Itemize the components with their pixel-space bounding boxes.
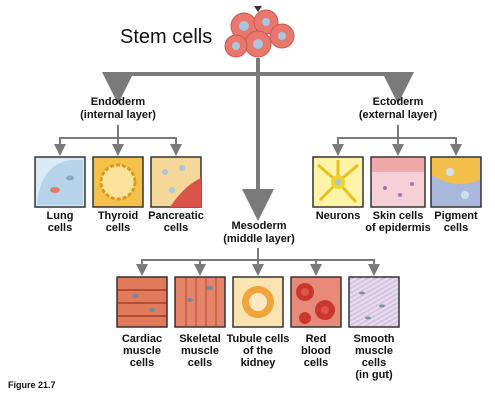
pigment-cells-image xyxy=(430,156,482,208)
red-blood-cells-image xyxy=(290,276,342,328)
pigment-cells-label: Pigment cells xyxy=(434,210,478,234)
mesoderm-branches xyxy=(136,248,380,276)
lung-cells-label: Lung cells xyxy=(46,210,74,234)
pancreatic-cells-label: Pancreatic cells xyxy=(148,210,204,234)
figure-label: Figure 21.7 xyxy=(8,380,56,390)
skin-cells-label: Skin cells of epidermis xyxy=(365,210,431,234)
ectoderm-label: Ectoderm (external layer) xyxy=(358,96,438,121)
cardiac-muscle-cells-label: Cardiac muscle cells xyxy=(121,333,163,369)
thyroid-cells-label: Thyroid cells xyxy=(97,210,139,234)
smooth-muscle-cells-image xyxy=(348,276,400,328)
lung-cells-image xyxy=(34,156,86,208)
endoderm-label: Endoderm (internal layer) xyxy=(80,96,156,121)
ectoderm-branches xyxy=(332,125,462,156)
neurons-image xyxy=(312,156,364,208)
diagram-title: Stem cells xyxy=(120,26,213,48)
skeletal-muscle-cells-image xyxy=(174,276,226,328)
thyroid-cells-image xyxy=(92,156,144,208)
cardiac-muscle-cells-image xyxy=(116,276,168,328)
tubule-cells-image xyxy=(232,276,284,328)
endoderm-branches xyxy=(54,125,182,156)
stem-cell-cluster xyxy=(224,6,295,58)
neurons-label: Neurons xyxy=(315,210,361,222)
mesoderm-label: Mesoderm (middle layer) xyxy=(223,220,295,245)
skeletal-muscle-cells-label: Skeletal muscle cells xyxy=(179,333,221,369)
pancreatic-cells-image xyxy=(150,156,202,208)
skin-cells-image xyxy=(370,156,426,208)
tubule-cells-label: Tubule cells of the kidney xyxy=(226,333,290,369)
red-blood-cells-label: Red blood cells xyxy=(301,333,331,369)
smooth-muscle-cells-label: Smooth muscle cells (in gut) xyxy=(353,333,395,381)
main-arrows xyxy=(102,58,414,221)
